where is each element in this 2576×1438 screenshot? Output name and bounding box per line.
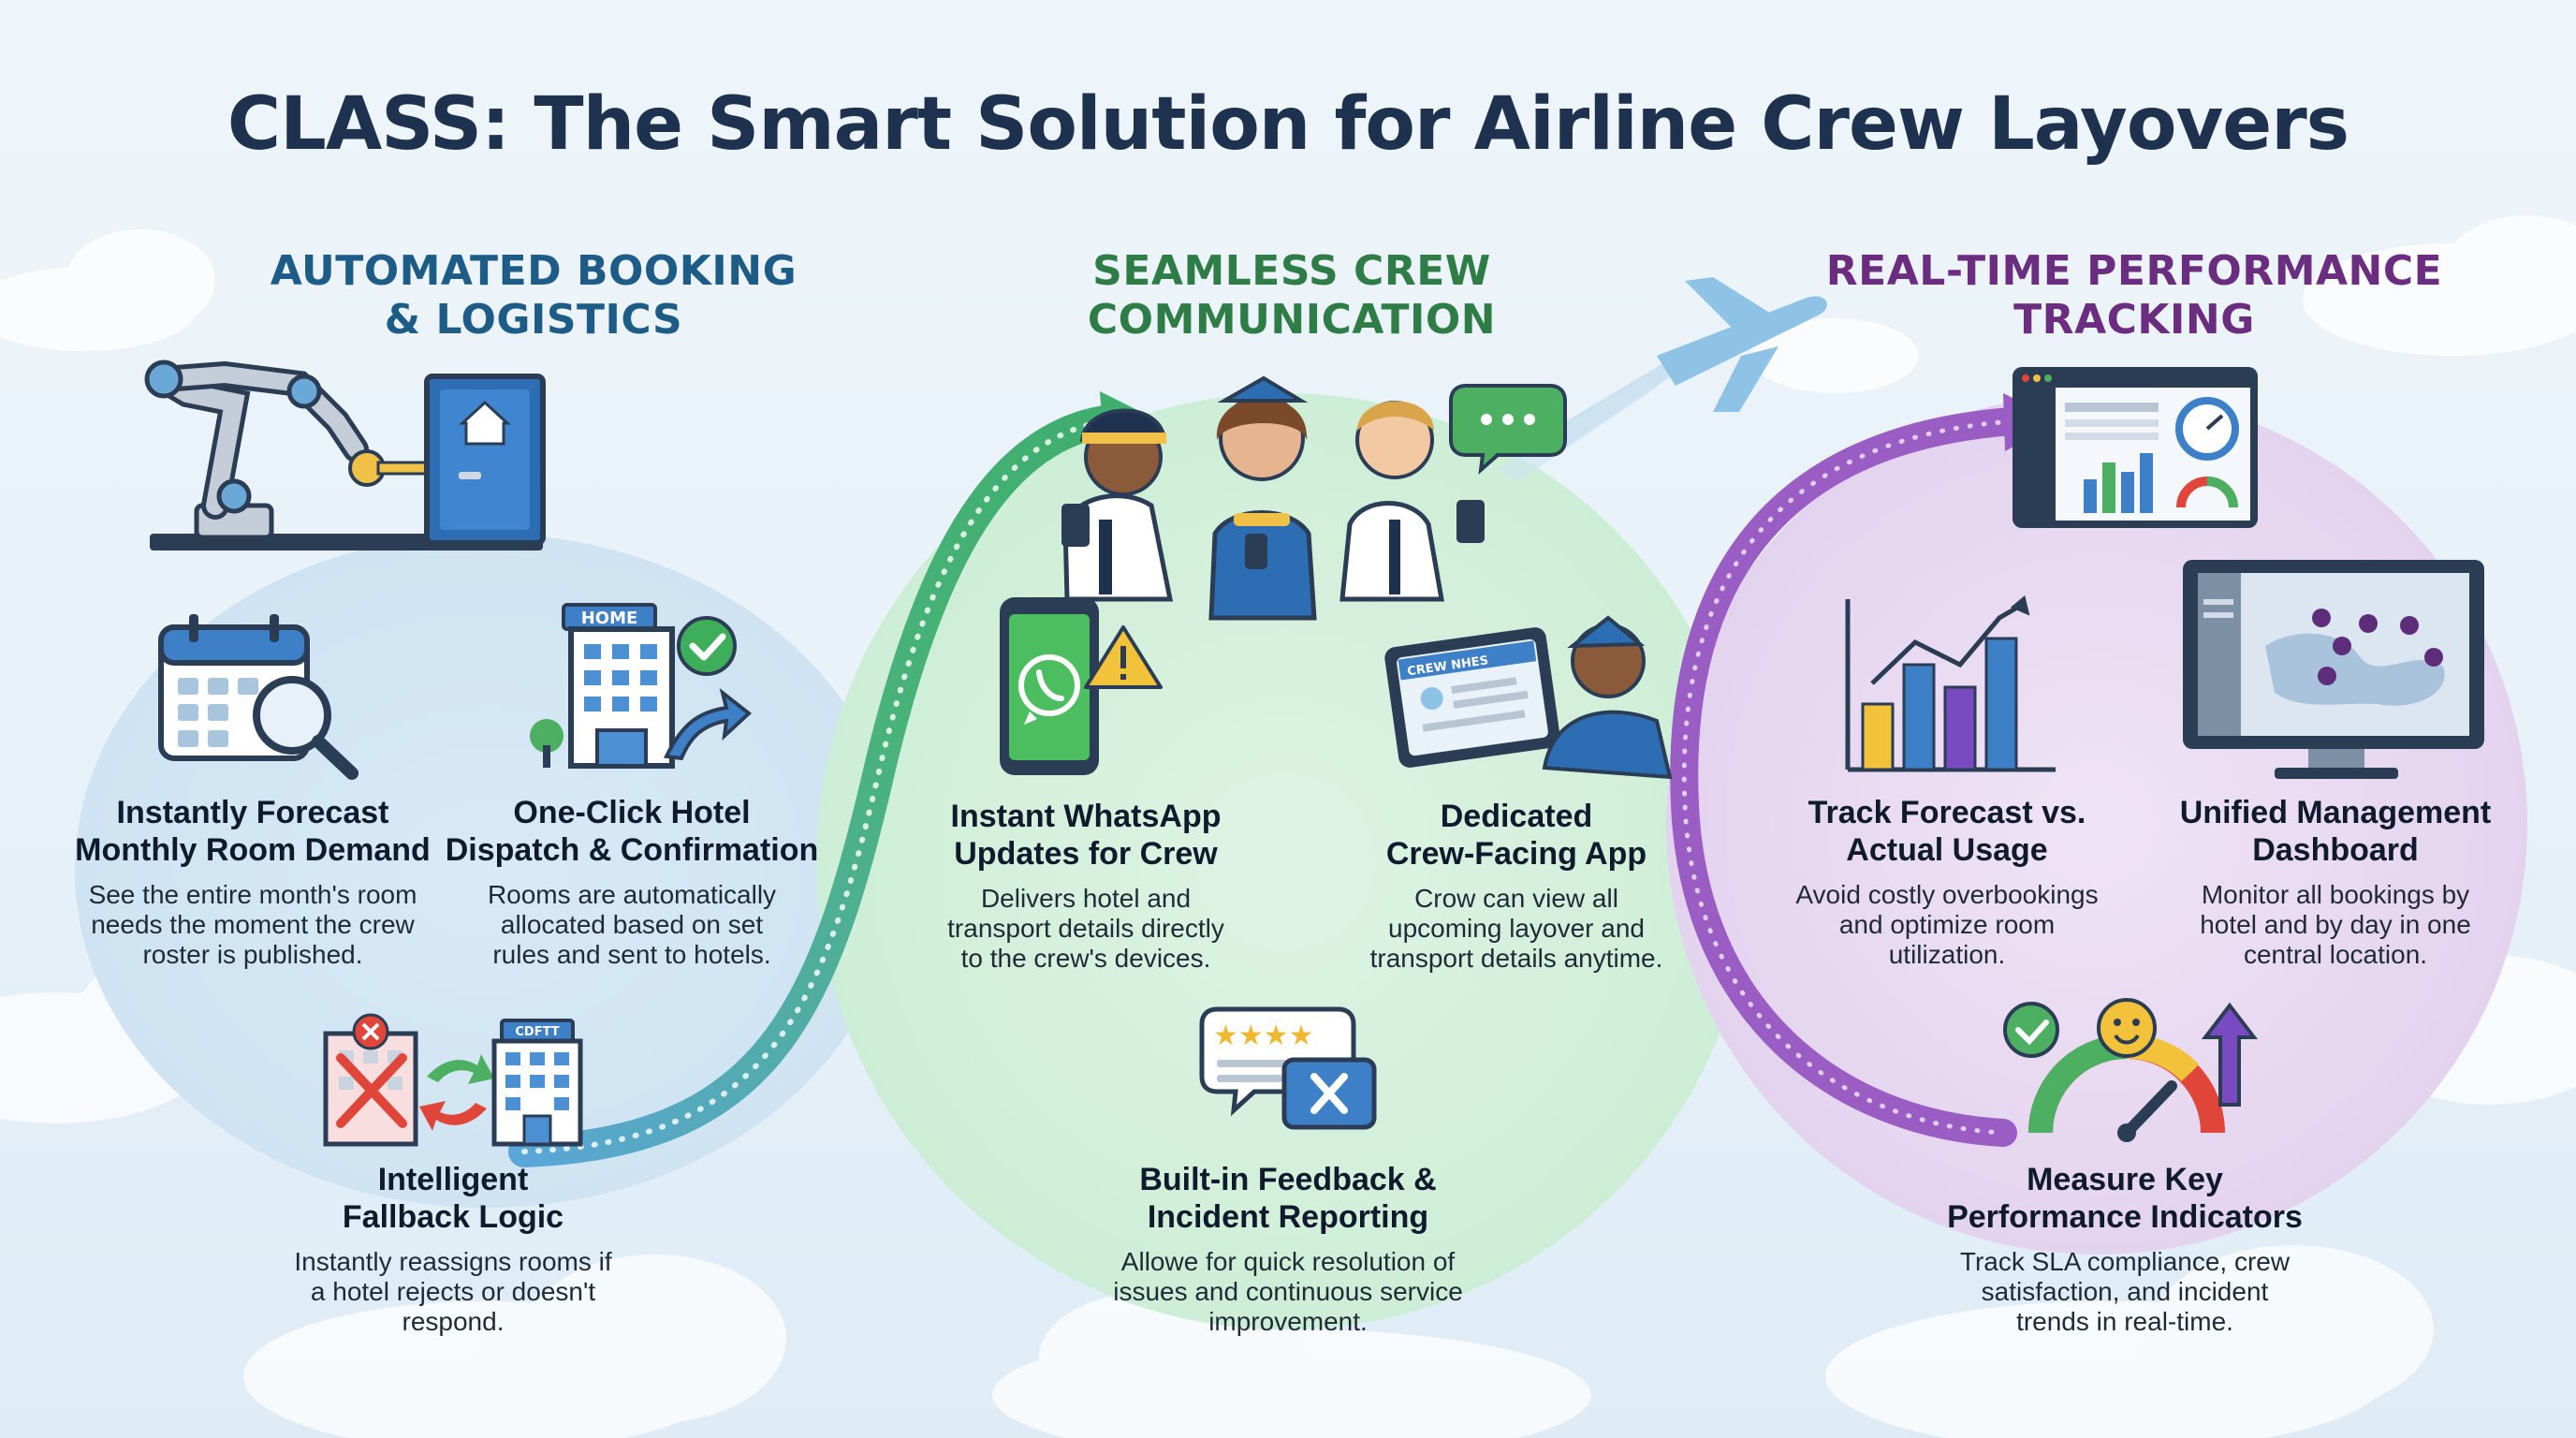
feature-title-line2: Actual Usage xyxy=(1846,832,2048,868)
kpi-gauge-icon xyxy=(2003,998,2259,1142)
feature-desc-line1: Avoid costly overbookings xyxy=(1795,880,2099,909)
bar-chart-trend-icon xyxy=(1845,594,2056,772)
feedback-stars: ★★★★ xyxy=(1213,1020,1314,1052)
feature-desc-line2: needs the moment the crew xyxy=(91,910,415,939)
communication-section-title: SEAMLESS CREW COMMUNICATION xyxy=(936,247,1647,345)
feature-desc-line3: improvement. xyxy=(1208,1307,1368,1336)
feature-title-line1: Dedicated xyxy=(1440,799,1593,834)
communication-title-line1: SEAMLESS CREW xyxy=(1092,247,1491,295)
feature-desc-line1: Monitor all bookings by xyxy=(2201,880,2470,909)
crew-tablet-icon: CREW NHES xyxy=(1384,615,1673,780)
feature-desc-line3: respond. xyxy=(402,1307,505,1336)
feature-desc-line1: Track SLA compliance, crew xyxy=(1959,1247,2291,1276)
feature-desc-line1: Crow can view all xyxy=(1414,884,1618,913)
map-dashboard-monitor-icon xyxy=(2183,560,2484,779)
dashboard-browser-icon xyxy=(2012,367,2258,528)
feature-desc-line1: Delivers hotel and xyxy=(980,884,1192,913)
booking-title-line2: & LOGISTICS xyxy=(384,296,683,344)
feature-title-line1: Instantly Forecast xyxy=(116,795,389,830)
feature-desc-line2: and optimize room xyxy=(1838,910,2056,939)
fallback-sign-text: CDFTT xyxy=(515,1025,559,1039)
feature-desc-line3: utilization. xyxy=(1888,940,2006,969)
feature-desc-line2: hotel and by day in one xyxy=(2200,910,2471,939)
booking-section-title: AUTOMATED BOOKING & LOGISTICS xyxy=(140,247,927,345)
communication-title-line2: COMMUNICATION xyxy=(1087,296,1497,344)
feature-desc-line1: Allowe for quick resolution of xyxy=(1120,1247,1456,1276)
performance-title-line1: REAL-TIME PERFORMANCE xyxy=(1825,247,2443,295)
performance-section-title: REAL-TIME PERFORMANCE TRACKING xyxy=(1722,247,2546,345)
feature-whatsapp: Instant WhatsApp Updates for Crew Delive… xyxy=(899,798,1273,974)
feature-desc-line2: satisfaction, and incident xyxy=(1981,1277,2269,1306)
feature-title-line1: One-Click Hotel xyxy=(513,795,751,830)
feature-title-line2: Incident Reporting xyxy=(1147,1199,1429,1235)
hotel-swap-icon xyxy=(323,1013,583,1147)
feature-title-line2: Fallback Logic xyxy=(342,1199,564,1235)
feature-desc-line3: rules and sent to hotels. xyxy=(492,940,771,969)
feature-app: Dedicated Crew-Facing App Crow can view … xyxy=(1329,798,1704,974)
feature-desc-line2: allocated based on set xyxy=(500,910,764,939)
feature-desc-line1: Rooms are automatically xyxy=(487,880,777,909)
feature-dispatch: One-Click Hotel Dispatch & Confirmation … xyxy=(440,794,824,970)
feedback-stars-icon: ★★★★ xyxy=(1199,1006,1377,1130)
feature-desc-line2: a hotel rejects or doesn't xyxy=(310,1277,596,1306)
whatsapp-phone-icon xyxy=(1000,597,1163,775)
feature-desc-line3: transport details anytime. xyxy=(1369,944,1663,973)
feature-desc-line1: Instantly reassigns rooms if xyxy=(294,1247,612,1276)
feature-kpi: Measure Key Performance Indicators Track… xyxy=(1928,1161,2321,1337)
feature-title-line2: Dashboard xyxy=(2252,832,2419,868)
feature-desc-line2: issues and continuous service xyxy=(1113,1277,1463,1306)
feature-fallback: Intelligent Fallback Logic Instantly rea… xyxy=(266,1161,640,1337)
feature-desc-line3: roster is published. xyxy=(142,940,363,969)
feature-title-line1: Instant WhatsApp xyxy=(950,799,1222,834)
booking-title-line1: AUTOMATED BOOKING xyxy=(270,247,798,295)
robot-arm-door-icon xyxy=(144,360,546,550)
feature-desc-line1: See the entire month's room xyxy=(88,880,417,909)
feature-dashboard: Unified Management Dashboard Monitor all… xyxy=(2144,794,2527,970)
feature-forecast-vs-actual: Track Forecast vs. Actual Usage Avoid co… xyxy=(1760,794,2134,970)
feature-title-line2: Updates for Crew xyxy=(954,836,1218,872)
hotel-dispatch-icon xyxy=(530,603,753,769)
page-title: CLASS: The Smart Solution for Airline Cr… xyxy=(227,82,2349,167)
feature-title-line1: Unified Management xyxy=(2179,795,2492,830)
feature-title-line1: Measure Key xyxy=(2027,1162,2223,1197)
feature-title-line2: Monthly Room Demand xyxy=(75,832,431,868)
feature-desc-line3: central location. xyxy=(2243,940,2428,969)
crew-group-illustration xyxy=(1061,375,1567,621)
feature-feedback: Built-in Feedback & Incident Reporting A… xyxy=(1091,1161,1485,1337)
feature-title-line1: Intelligent xyxy=(377,1162,529,1197)
feature-desc-line3: trends in real-time. xyxy=(2016,1307,2233,1336)
feature-title-line1: Built-in Feedback & xyxy=(1139,1162,1437,1197)
feature-desc-line2: upcoming layover and xyxy=(1388,914,1645,943)
feature-title-line1: Track Forecast vs. xyxy=(1808,795,2086,830)
feature-forecast: Instantly Forecast Monthly Room Demand S… xyxy=(56,794,449,970)
feature-title-line2: Performance Indicators xyxy=(1947,1199,2303,1235)
feature-desc-line3: to the crew's devices. xyxy=(960,944,1211,973)
hotel-sign-text: HOME xyxy=(581,609,638,628)
calendar-search-icon xyxy=(158,614,359,780)
feature-desc-line2: transport details directly xyxy=(947,914,1224,943)
performance-title-line2: TRACKING xyxy=(2013,296,2255,344)
feature-title-line2: Crew-Facing App xyxy=(1385,836,1647,872)
feature-title-line2: Dispatch & Confirmation xyxy=(445,832,819,868)
